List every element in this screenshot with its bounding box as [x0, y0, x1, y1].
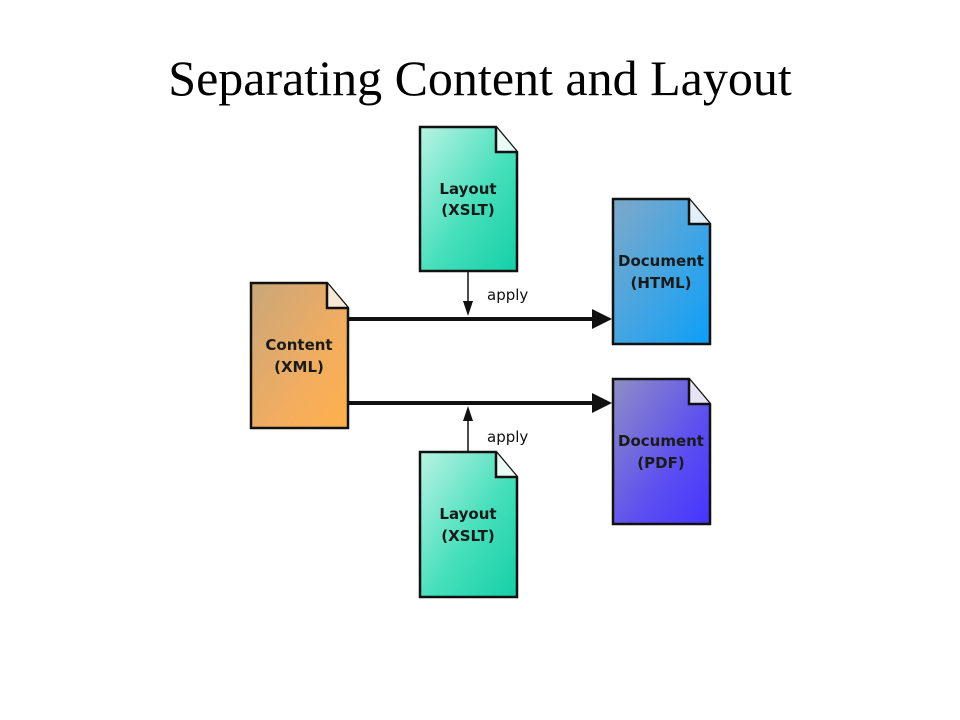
arrow-apply-top	[463, 272, 473, 316]
document-pdf-label-1: Document	[618, 432, 704, 450]
document-pdf-doc-icon: Document (PDF)	[611, 377, 712, 526]
content-label-2: (XML)	[274, 358, 324, 376]
content-doc-icon: Content (XML)	[249, 281, 350, 430]
apply-label-top: apply	[487, 286, 528, 304]
layout-top-label-2: (XSLT)	[441, 201, 494, 219]
layout-bottom-label-2: (XSLT)	[441, 527, 494, 545]
content-label-1: Content	[265, 336, 332, 354]
document-html-label-1: Document	[618, 252, 704, 270]
layout-bottom-doc-icon: Layout (XSLT)	[418, 450, 519, 599]
layout-top-label-1: Layout	[439, 180, 496, 198]
slide-title: Separating Content and Layout	[168, 50, 792, 106]
arrow-content-to-pdf	[349, 393, 612, 413]
layout-top-doc-icon: Layout (XSLT)	[418, 125, 519, 273]
document-html-label-2: (HTML)	[631, 274, 692, 292]
apply-label-bottom: apply	[487, 428, 528, 446]
layout-bottom-label-1: Layout	[439, 505, 496, 523]
arrow-apply-bottom	[463, 406, 473, 451]
document-html-doc-icon: Document (HTML)	[611, 197, 712, 346]
arrow-content-to-html	[349, 309, 612, 329]
document-pdf-label-2: (PDF)	[637, 454, 684, 472]
